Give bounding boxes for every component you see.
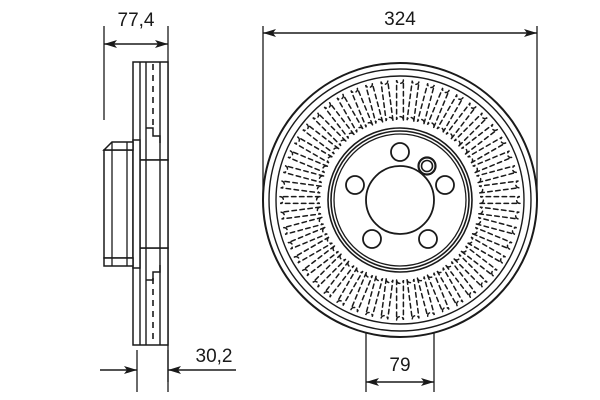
- threaded-hole-inner: [420, 159, 434, 173]
- dimension-center-bore: 79: [366, 355, 434, 386]
- cooling-vane: [323, 102, 355, 140]
- cooling-vane: [479, 195, 521, 205]
- cooling-vane: [287, 226, 328, 250]
- cooling-vane: [364, 83, 384, 124]
- cooling-vane: [283, 216, 324, 236]
- hub-hat-outer-circle-2: [333, 133, 467, 267]
- dimension-diameter-outer: 324: [263, 9, 537, 37]
- cooling-vane: [476, 216, 517, 236]
- cooling-vane: [467, 136, 506, 164]
- cooling-vane: [294, 236, 333, 264]
- cooling-vane: [312, 112, 347, 147]
- cooling-vane: [453, 253, 488, 288]
- cooling-vane: [426, 272, 450, 313]
- cooling-vane: [478, 180, 520, 194]
- cooling-vane: [380, 278, 394, 320]
- cooling-vane: [472, 226, 513, 250]
- cooling-vane: [436, 94, 464, 133]
- cooling-vane: [364, 276, 384, 317]
- cooling-vane: [323, 260, 355, 298]
- bolt-hole-group: [345, 142, 455, 249]
- dimension-thickness: 30,2: [100, 346, 236, 374]
- cooling-vanes-group: [279, 79, 521, 321]
- dimension-label-79: 79: [389, 355, 410, 376]
- threaded-locating-hole: [417, 156, 437, 176]
- bolt-hole-2: [435, 175, 455, 195]
- cooling-vane: [287, 150, 328, 174]
- dimension-label-77-4: 77,4: [118, 10, 155, 31]
- front-view-group: 324 79: [262, 9, 538, 392]
- hat-transition-step-lower: [146, 265, 161, 281]
- disc-cross-section: [102, 61, 169, 346]
- hub-shoulder-bottom: [103, 257, 134, 267]
- bolt-hole-5: [345, 175, 365, 195]
- cooling-vane: [426, 87, 450, 128]
- hub-shoulder-top: [102, 141, 134, 151]
- cooling-vane: [467, 236, 506, 264]
- cooling-vane: [406, 278, 420, 320]
- cooling-vane: [336, 94, 364, 133]
- hub-hat-outer-wall: [103, 149, 134, 259]
- disc-friction-outer-edge: [275, 75, 525, 325]
- dimension-label-30-2: 30,2: [196, 346, 233, 367]
- cooling-vane: [460, 123, 498, 155]
- hub-group: [330, 130, 470, 270]
- cooling-vane: [350, 272, 374, 313]
- cooling-vane: [476, 164, 517, 184]
- cooling-vane: [280, 206, 322, 220]
- hub-hat-inner-wall: [132, 139, 141, 269]
- cooling-vane: [395, 279, 405, 321]
- cooling-vane: [312, 253, 347, 288]
- cooling-vane: [416, 83, 436, 124]
- cooling-vane: [302, 245, 340, 277]
- dimension-label-324: 324: [384, 9, 416, 30]
- bolt-hole-1: [390, 142, 410, 162]
- cooling-vane: [380, 80, 394, 122]
- cooling-vane: [280, 180, 322, 194]
- cooling-vane: [453, 112, 488, 147]
- cooling-vane: [350, 87, 374, 128]
- cooling-vane: [416, 276, 436, 317]
- cooling-vane: [406, 80, 420, 122]
- cooling-vane: [436, 267, 464, 306]
- bolt-hole-4: [362, 229, 382, 249]
- cooling-vane: [445, 102, 477, 140]
- cooling-vane: [472, 150, 513, 174]
- cooling-vane: [478, 206, 520, 220]
- dimension-width-overall: 77,4: [104, 10, 168, 48]
- cooling-vane: [460, 245, 498, 277]
- hub-flange-lines: [111, 142, 128, 266]
- cooling-vane: [294, 136, 333, 164]
- hat-transition-step-upper: [146, 127, 161, 143]
- hub-center-bore: [365, 165, 435, 235]
- cooling-vane: [336, 267, 364, 306]
- disc-friction-inner-edge: [327, 127, 473, 273]
- cooling-vane: [395, 79, 405, 121]
- cooling-vane: [445, 260, 477, 298]
- section-view-group: 77,4 30,2: [100, 10, 236, 392]
- cooling-vane: [283, 164, 324, 184]
- cooling-vane: [279, 195, 321, 205]
- disc-outer-inner-circle: [268, 68, 532, 332]
- cooling-vane: [302, 123, 340, 155]
- bolt-hole-3: [418, 229, 438, 249]
